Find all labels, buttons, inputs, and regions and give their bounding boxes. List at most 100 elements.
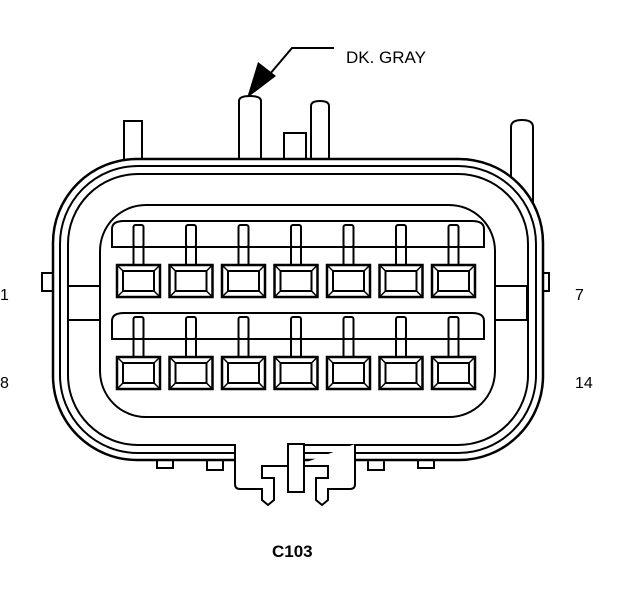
cavity-bevel [468,356,476,364]
cavity-bevel [310,382,319,390]
pin-latch [447,316,460,340]
cavity-bevel [205,356,214,364]
cavity-bevel [205,290,214,298]
pin-cavity-inner [384,362,418,384]
pin-cavity-inner [279,270,313,292]
pin-latch [290,224,302,248]
cavity-bevel [363,264,371,272]
cavity-bevel [258,264,266,272]
pin-cavity-inner [227,270,260,292]
cavity-bevel [363,290,371,298]
cavity-bevel [468,290,476,298]
pin-cavity-inner [174,362,208,384]
cavity-bevel [415,356,424,364]
cavity-bevel [431,290,439,298]
cavity-bevel [258,356,266,364]
cavity-bevel [431,264,439,272]
pin-cavity-inner [384,270,418,292]
cavity-bevel [168,356,177,364]
cavity-bevel [468,382,476,390]
pin-stem [290,246,302,266]
pin-latch [290,316,302,340]
connector-housing [51,157,545,462]
pin-latch [237,316,250,340]
pin-cavity-inner [122,270,155,292]
pin-label-1: 1 [0,287,9,304]
cavity-bevel [310,290,319,298]
pin-latch [132,316,145,340]
cavity-bevel [168,382,177,390]
cavity-bevel [378,290,387,298]
pin-cavity-inner [227,362,260,384]
pin-cavities [111,220,485,391]
cavity-bevel [258,382,266,390]
cavity-bevel [378,264,387,272]
pin-latch [132,224,145,248]
cavity-bevel [273,382,282,390]
cavity-bevel [431,356,439,364]
color-callout [247,47,334,98]
cavity-bevel [153,382,161,390]
bottom-key [234,443,356,507]
cavity-bevel [326,356,334,364]
cavity-bevel [415,290,424,298]
cavity-bevel [153,356,161,364]
pin-latch [395,316,407,340]
cavity-bevel [221,382,229,390]
pin-stem [447,338,460,358]
cavity-bevel [153,290,161,298]
cavity-bevel [326,290,334,298]
pin-cavity-inner [122,362,155,384]
pin-stem [132,246,145,266]
pin-stem [185,246,197,266]
cavity-bevel [221,264,229,272]
pin-cavity-inner [174,270,208,292]
pin-stem [237,338,250,358]
connector-name: C103 [272,542,313,561]
cavity-bevel [378,356,387,364]
color-label: DK. GRAY [346,48,426,67]
pin-latch [342,224,355,248]
pin-cavity-inner [437,270,470,292]
cavity-bevel [273,264,282,272]
cavity-bevel [273,356,282,364]
pin-label-8: 8 [0,375,9,392]
cavity-bevel [431,382,439,390]
pin-stem [132,338,145,358]
cavity-bevel [116,382,124,390]
pin-cavity-inner [279,362,313,384]
pin-stem [342,338,355,358]
pin-latch [185,224,197,248]
cavity-bevel [326,264,334,272]
pin-label-14: 14 [575,375,593,392]
pin-latch [395,224,407,248]
pin-cavity-inner [332,362,365,384]
cavity-bevel [326,382,334,390]
pin-stem [447,246,460,266]
pin-stem [185,338,197,358]
cavity-bevel [310,356,319,364]
cavity-bevel [363,382,371,390]
cavity-bevel [258,290,266,298]
cavity-bevel [468,264,476,272]
pin-stem [342,246,355,266]
cavity-bevel [205,264,214,272]
pin-label-7: 7 [575,287,584,304]
pin-latch [185,316,197,340]
cavity-bevel [116,290,124,298]
pin-latch [237,224,250,248]
pin-latch [342,316,355,340]
pin-stem [395,338,407,358]
cavity-bevel [205,382,214,390]
pin-cavity-inner [332,270,365,292]
cavity-bevel [310,264,319,272]
cavity-bevel [116,264,124,272]
cavity-bevel [273,290,282,298]
cavity-bevel [363,356,371,364]
cavity-bevel [221,356,229,364]
cavity-bevel [168,290,177,298]
pin-latch [447,224,460,248]
cavity-bevel [116,356,124,364]
cavity-bevel [168,264,177,272]
